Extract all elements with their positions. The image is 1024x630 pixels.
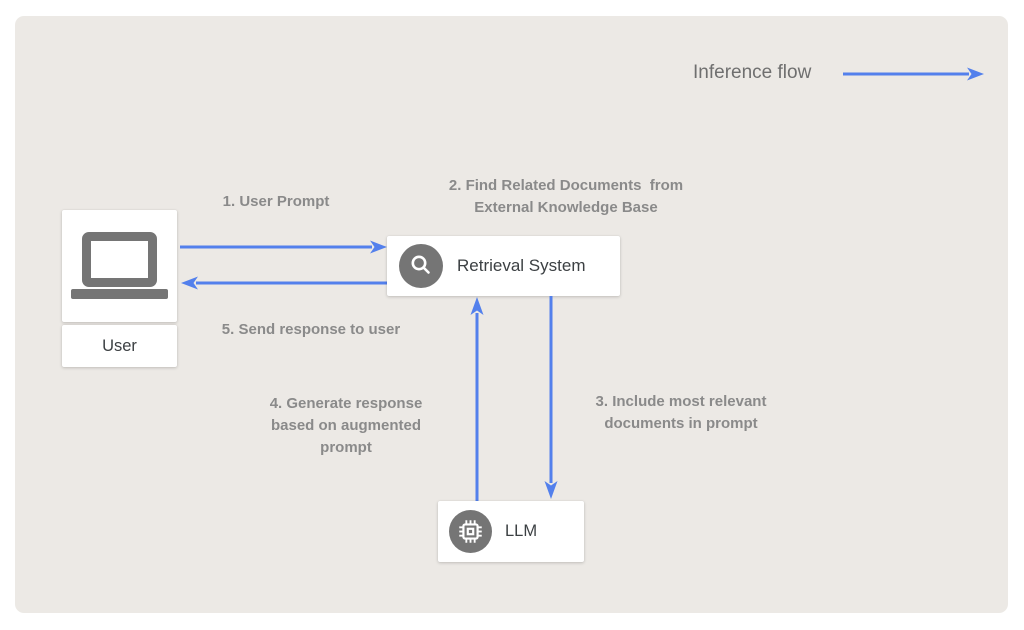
- laptop-base: [71, 289, 168, 299]
- user-node-label: User: [62, 325, 177, 367]
- step-3-label: 3. Include most relevant documents in pr…: [595, 393, 767, 432]
- laptop-screen: [82, 232, 157, 287]
- search-icon: [399, 244, 443, 288]
- retrieval-system-label: Retrieval System: [457, 256, 586, 275]
- arrow-user-to-retrieval: [180, 240, 387, 254]
- arrow-retrieval-to-user: [181, 276, 388, 290]
- inference-flow-arrow-icon: [843, 67, 984, 81]
- llm-label: LLM: [505, 522, 538, 540]
- step-5-label: 5. Send response to user: [221, 321, 401, 338]
- step-4-label: 4. Generate response based on augmented …: [269, 395, 423, 456]
- inference-flow-label: Inference flow: [693, 62, 812, 83]
- retrieval-system-node: Retrieval System: [387, 236, 620, 296]
- llm-node: LLM: [438, 501, 584, 562]
- arrow-retrieval-to-llm: [544, 296, 558, 499]
- laptop-icon: [71, 232, 168, 300]
- step-2-label: 2. Find Related Documents from External …: [448, 177, 684, 216]
- arrow-llm-to-retrieval: [470, 297, 484, 501]
- chip-icon: [449, 510, 492, 553]
- user-node: [62, 210, 177, 322]
- step-1-label: 1. User Prompt: [222, 193, 330, 210]
